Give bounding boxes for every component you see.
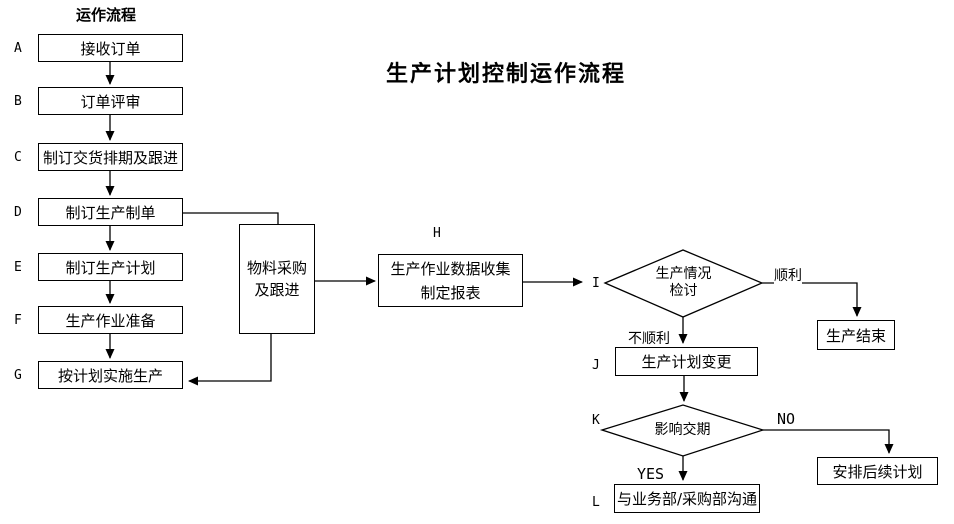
flow-node-delivery-schedule: 制订交货排期及跟进: [38, 143, 183, 171]
data-collection-line2: 制定报表: [420, 283, 481, 302]
step-letter-b: B: [14, 94, 22, 109]
flow-node-implement-production: 按计划实施生产: [38, 361, 183, 389]
material-purchasing-line1: 物料采购: [246, 259, 307, 277]
arrow-k-to-followup: [763, 429, 894, 454]
flow-node-receive-order: 接收订单: [38, 34, 183, 62]
material-purchasing-line2: 及跟进: [254, 281, 300, 299]
step-letter-a: A: [14, 41, 22, 56]
edge-label-no: NO: [777, 410, 796, 428]
arrow-i-to-end: [762, 282, 862, 317]
step-letter-k: K: [592, 413, 600, 428]
decision-delivery-text: 影响交期: [654, 422, 711, 438]
edge-label-yes: YES: [637, 465, 665, 483]
data-collection-line1: 生产作业数据收集: [390, 259, 511, 278]
flow-node-communicate-departments: 与业务部/采购部沟通: [614, 484, 760, 513]
flow-node-data-collection: 生产作业数据收集 制定报表: [378, 254, 523, 307]
flow-node-order-review: 订单评审: [38, 87, 183, 115]
step-letter-f: F: [14, 313, 22, 328]
flow-node-followup-plan: 安排后续计划: [817, 457, 938, 485]
edge-label-smooth: 顺利: [774, 265, 802, 285]
step-letter-d: D: [14, 205, 22, 220]
arrow-material-to-g: [188, 334, 272, 386]
step-letter-l: L: [592, 495, 600, 510]
decision-production-line1: 生产情况: [655, 266, 712, 282]
step-letter-c: C: [14, 150, 22, 165]
step-letter-j: J: [592, 358, 600, 373]
line-d-to-material: [183, 212, 279, 224]
flow-column-title: 运作流程: [76, 6, 137, 24]
flow-node-plan-change: 生产计划变更: [615, 347, 758, 376]
step-letter-h: H: [433, 226, 441, 241]
step-letter-g: G: [14, 368, 22, 383]
flow-node-material-purchasing: 物料采购 及跟进: [239, 224, 315, 334]
decision-production-text: 生产情况 检讨: [605, 266, 762, 300]
step-letter-i: I: [592, 276, 600, 291]
flow-node-production-order: 制订生产制单: [38, 198, 183, 226]
flow-node-production-end: 生产结束: [817, 320, 895, 350]
edge-label-not-smooth: 不顺利: [628, 328, 670, 348]
page-title: 生产计划控制运作流程: [386, 62, 627, 87]
step-letter-e: E: [14, 260, 22, 275]
flow-node-production-plan: 制订生产计划: [38, 253, 183, 281]
decision-production-line2: 检讨: [669, 283, 698, 299]
flow-node-operation-prep: 生产作业准备: [38, 306, 183, 334]
